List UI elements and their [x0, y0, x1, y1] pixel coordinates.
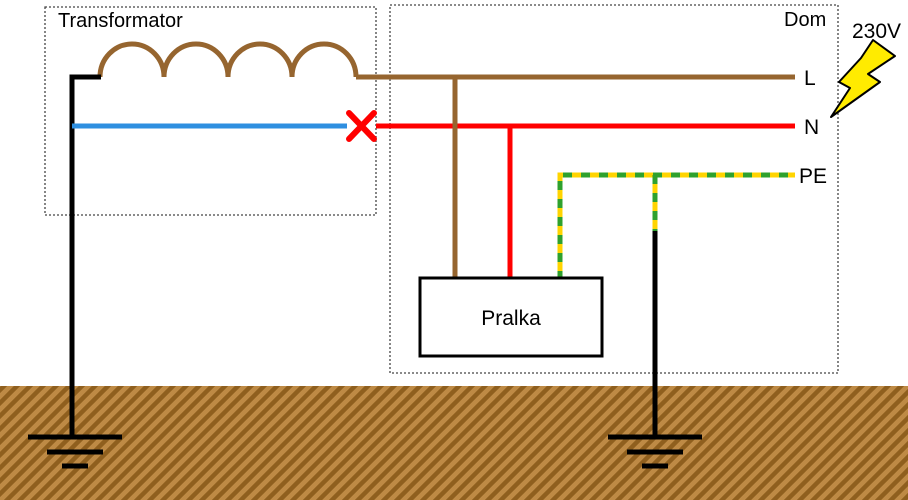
pe-wire-label: PE [799, 165, 827, 188]
soil-ground [0, 386, 908, 500]
voltage-label: 230V [852, 20, 901, 43]
fault-cross-stroke-2 [346, 110, 377, 142]
pe-wire-green-run [557, 172, 795, 280]
neutral-break-cross-icon [346, 110, 377, 142]
earth-ground-symbol-right [608, 434, 702, 469]
pe-wire-yellow-run [557, 172, 795, 280]
neutral-wire-label: N [804, 116, 819, 139]
transformer-box [44, 6, 377, 216]
transformer-box-label: Transformator [58, 10, 183, 32]
lightning-bolt-icon [830, 39, 896, 118]
line-wire-label: L [804, 67, 816, 90]
house-box [389, 4, 839, 374]
transformer-earth-conductor [69, 74, 101, 437]
earth-ground-symbol-left [28, 434, 122, 469]
appliance-box [418, 276, 604, 358]
appliance-label: Pralka [481, 307, 541, 330]
transformer-coil [97, 41, 359, 78]
house-box-label: Dom [784, 9, 826, 31]
